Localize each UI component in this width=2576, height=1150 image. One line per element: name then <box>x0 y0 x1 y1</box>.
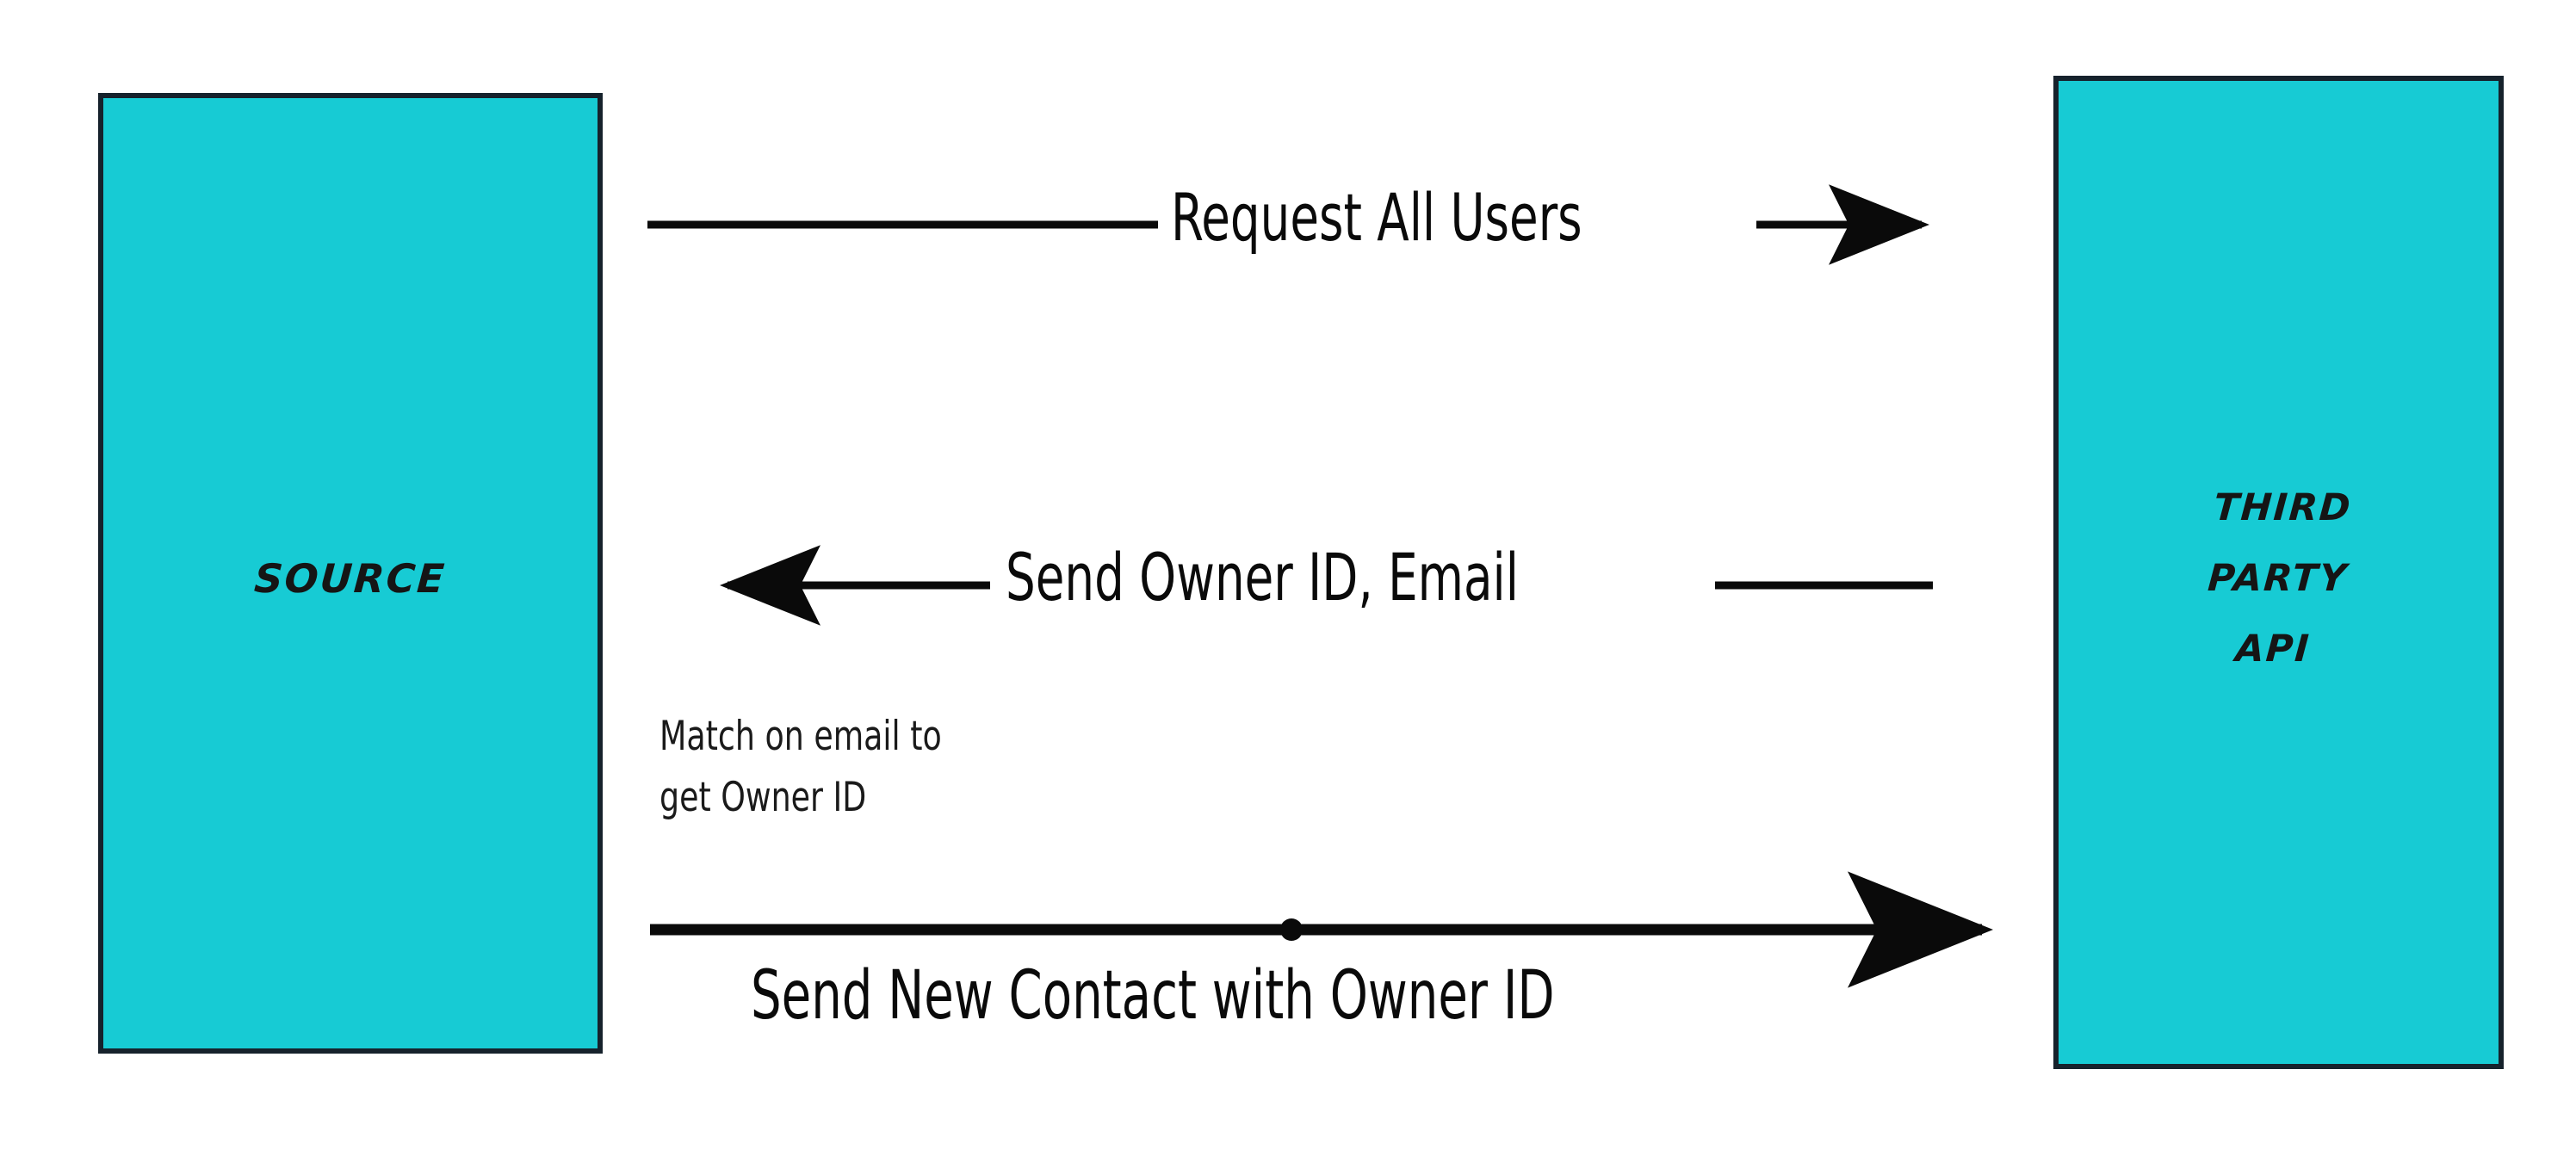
node-third-party-api-label: THIRD PARTY API <box>2206 470 2355 674</box>
node-source[interactable]: SOURCE <box>98 93 603 1054</box>
edge-label-send-new-contact: Send New Contact with Owner ID <box>751 957 1555 1035</box>
edge-send-new-contact <box>650 871 1993 988</box>
edge-label-request-all-users: Request All Users <box>1171 179 1582 256</box>
edge-label-send-owner-id-email: Send Owner ID, Email <box>1006 539 1519 615</box>
node-third-party-api[interactable]: THIRD PARTY API <box>2053 76 2504 1069</box>
node-source-label: SOURCE <box>252 540 449 607</box>
edge-waypoint-dot-icon <box>1280 918 1303 941</box>
note-match-on-email: Match on email to get Owner ID <box>659 713 942 822</box>
